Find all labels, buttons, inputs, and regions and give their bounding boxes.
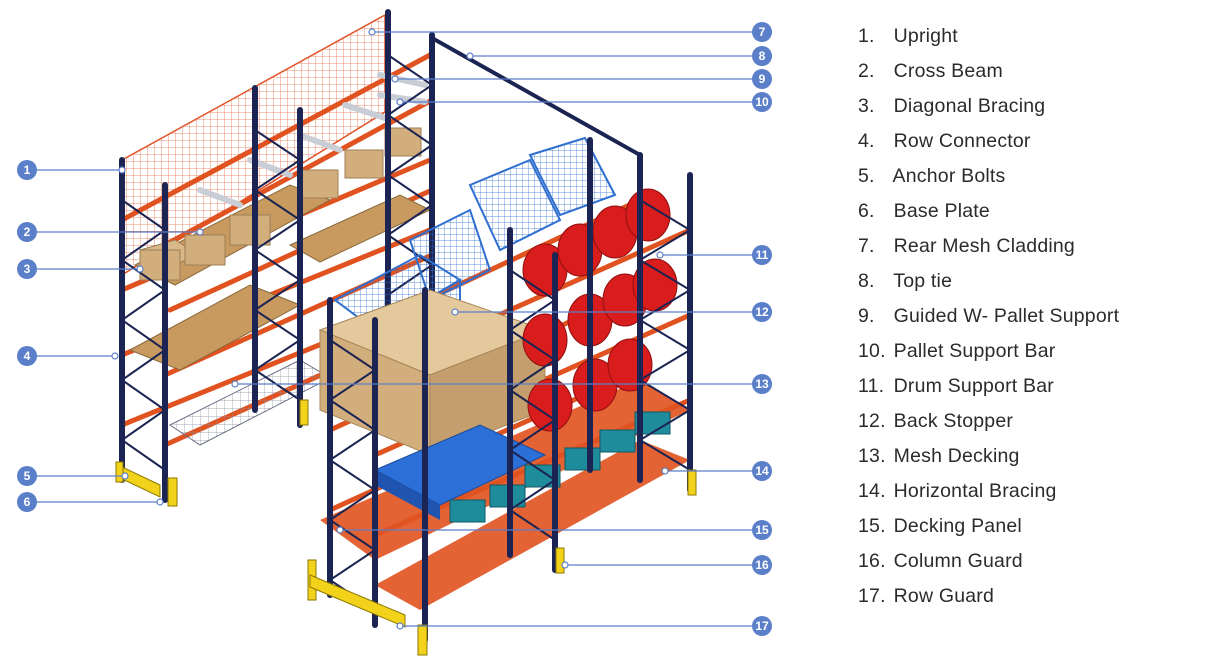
legend-item: 3. Diagonal Bracing [858,92,1119,127]
top-tie [431,36,641,157]
legend-label: Decking Panel [893,515,1022,537]
callout-badge-17: 17 [752,616,772,636]
svg-text:17: 17 [755,619,769,633]
callout-lines [27,31,762,627]
legend-label: Anchor Bolts [892,165,1006,187]
callout-badge-14: 14 [752,461,772,481]
legend-number: 16. [858,550,886,572]
svg-text:9: 9 [759,72,766,86]
legend-label: Pallet Support Bar [893,340,1056,362]
callout-badge-10: 10 [752,92,772,112]
legend-number: 10. [858,340,886,362]
callout-badge-1: 1 [17,160,37,180]
legend-item: 4. Row Connector [858,127,1119,162]
svg-text:12: 12 [755,305,769,319]
callout-badge-3: 3 [17,259,37,279]
legend-item: 15. Decking Panel [858,512,1119,547]
legend-number: 1. [858,25,875,47]
legend-number: 17. [858,585,886,607]
legend-number: 6. [858,200,875,222]
legend-item: 7. Rear Mesh Cladding [858,232,1119,267]
callout-badge-15: 15 [752,520,772,540]
legend-number: 12. [858,410,886,432]
legend-item: 12. Back Stopper [858,407,1119,442]
svg-text:8: 8 [759,49,766,63]
legend-label: Cross Beam [893,60,1003,82]
legend-number: 15. [858,515,886,537]
legend-item: 17. Row Guard [858,582,1119,617]
legend-number: 8. [858,270,875,292]
legend-number: 7. [858,235,875,257]
callout-badge-7: 7 [752,22,772,42]
legend-label: Upright [893,25,958,47]
parts-legend: 1. Upright 2. Cross Beam 3. Diagonal Bra… [858,22,1119,617]
legend-label: Mesh Decking [893,445,1020,467]
legend-label: Base Plate [893,200,990,222]
legend-number: 14. [858,480,886,502]
callout-badge-5: 5 [17,466,37,486]
svg-text:7: 7 [759,25,766,39]
legend-label: Diagonal Bracing [893,95,1046,117]
callout-badge-2: 2 [17,222,37,242]
legend-item: 8. Top tie [858,267,1119,302]
legend-item: 14. Horizontal Bracing [858,477,1119,512]
legend-item: 1. Upright [858,22,1119,57]
legend-label: Row Connector [893,130,1031,152]
pallet-support-bars [197,72,428,208]
legend-number: 2. [858,60,875,82]
legend-item: 5. Anchor Bolts [858,162,1119,197]
legend-label: Top tie [893,270,953,292]
callout-badge-6: 6 [17,492,37,512]
legend-number: 3. [858,95,875,117]
svg-text:10: 10 [755,95,769,109]
callout-badge-9: 9 [752,69,772,89]
legend-item: 16. Column Guard [858,547,1119,582]
guards [115,399,697,656]
legend-label: Rear Mesh Cladding [893,235,1075,257]
callout-badge-11: 11 [752,245,772,265]
svg-text:4: 4 [24,349,31,363]
legend-number: 11. [858,375,885,397]
callout-badge-12: 12 [752,302,772,322]
callout-badge-8: 8 [752,46,772,66]
right-rack-bracing [328,199,692,611]
legend-number: 9. [858,305,875,327]
legend-item: 10. Pallet Support Bar [858,337,1119,372]
legend-number: 5. [858,165,875,187]
legend-item: 9. Guided W- Pallet Support [858,302,1119,337]
legend-item: 13. Mesh Decking [858,442,1119,477]
svg-text:6: 6 [24,495,31,509]
legend-label: Column Guard [893,550,1023,572]
callout-badges: 1 2 3 4 5 6 7 8 9 10 11 12 13 14 15 16 1… [17,22,772,636]
legend-label: Horizontal Bracing [893,480,1057,502]
svg-text:5: 5 [24,469,31,483]
svg-text:2: 2 [24,225,31,239]
svg-text:15: 15 [755,523,769,537]
callout-badge-13: 13 [752,374,772,394]
legend-label: Back Stopper [893,410,1014,432]
callout-end-dots [111,28,669,630]
legend-number: 4. [858,130,875,152]
callout-badge-4: 4 [17,346,37,366]
svg-text:14: 14 [755,464,769,478]
svg-text:16: 16 [755,558,769,572]
svg-text:13: 13 [755,377,769,391]
legend-number: 13. [858,445,886,467]
legend-label: Drum Support Bar [893,375,1054,397]
svg-text:1: 1 [24,163,31,177]
svg-text:11: 11 [756,248,769,262]
legend-item: 2. Cross Beam [858,57,1119,92]
legend-item: 6. Base Plate [858,197,1119,232]
legend-item: 11. Drum Support Bar [858,372,1119,407]
callout-badge-16: 16 [752,555,772,575]
legend-label: Row Guard [893,585,995,607]
svg-text:3: 3 [24,262,31,276]
legend-label: Guided W- Pallet Support [893,305,1120,327]
